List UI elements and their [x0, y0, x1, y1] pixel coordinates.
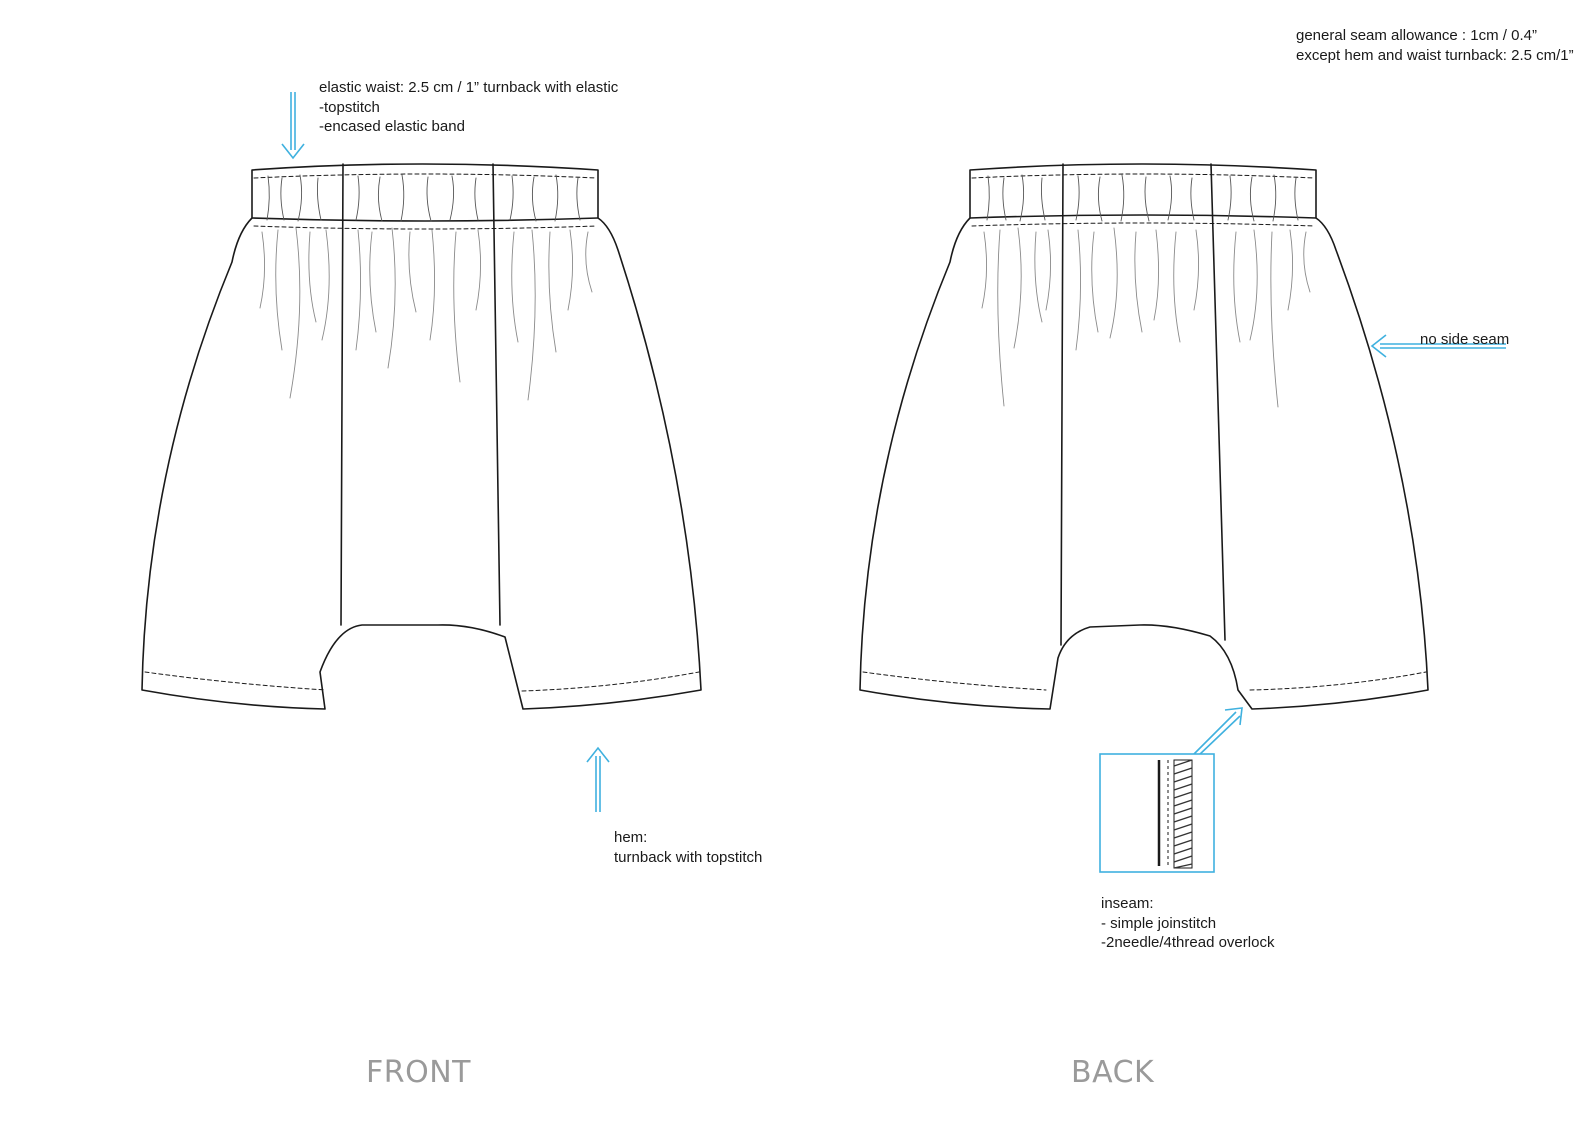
back-outline [859, 163, 1429, 710]
inseam-note-line-1: inseam: [1101, 895, 1154, 912]
back-drape-lines [981, 227, 1311, 408]
side-seam-callout-arrow [1370, 334, 1506, 358]
back-panel-seam-right [1210, 163, 1226, 641]
seam-allowance-line-1: general seam allowance : 1cm / 0.4” [1296, 27, 1537, 44]
hem-note: hem: turnback with topstitch [614, 828, 762, 867]
hem-note-line-2: turnback with topstitch [614, 848, 763, 866]
inseam-callout-arrow [1193, 707, 1243, 757]
back-shorts-drawing [859, 163, 1429, 710]
back-hem-topstitch-left [862, 671, 1047, 691]
inseam-note: inseam: - simple joinstitch -2needle/4th… [1101, 894, 1274, 953]
inseam-detail-box [1099, 753, 1215, 873]
waist-note: elastic waist: 2.5 cm / 1” turnback with… [319, 78, 618, 137]
seam-allowance-note: general seam allowance : 1cm / 0.4” exce… [1296, 26, 1574, 65]
front-hem-topstitch-left [144, 671, 327, 691]
front-shorts-drawing [141, 163, 702, 710]
waist-note-line-3: -encased elastic band [319, 118, 465, 135]
hem-callout-arrow [586, 746, 610, 812]
hem-note-line-1: hem: [614, 829, 648, 846]
inseam-note-line-3: -2needle/4thread overlock [1101, 934, 1275, 951]
front-waistband-topstitch-top [253, 173, 597, 179]
front-panel-seam-left [340, 163, 344, 626]
back-waistband-topstitch-top [971, 173, 1315, 179]
back-waistband-gathers [986, 174, 1299, 222]
back-waistband-seam [969, 214, 1317, 219]
overlock-stitch-hatching [1173, 759, 1193, 869]
side-seam-note-line-1: no side seam [1420, 331, 1510, 348]
back-view-label: BACK [1071, 1055, 1155, 1090]
back-hem-topstitch-right [1249, 671, 1427, 691]
front-waistband-topstitch-bottom [253, 225, 597, 230]
inseam-note-line-2: - simple joinstitch [1101, 914, 1217, 932]
waist-note-line-1: elastic waist: 2.5 cm / 1” turnback with… [319, 79, 619, 96]
front-waistband-gathers [266, 174, 581, 222]
side-seam-note: no side seam [1420, 330, 1509, 350]
seam-allowance-line-2: except hem and waist turnback: 2.5 cm/1” [1296, 46, 1574, 64]
back-waistband-topstitch-bottom [971, 222, 1315, 227]
waist-callout-arrow [281, 92, 305, 160]
front-hem-topstitch-right [521, 671, 700, 692]
back-panel-seam-left [1060, 163, 1064, 646]
front-panel-seam-right [492, 163, 501, 626]
front-waistband-seam [251, 217, 599, 222]
front-drape-lines [259, 227, 593, 401]
front-outline [141, 163, 702, 710]
waist-note-line-2: -topstitch [319, 98, 380, 116]
callout-arrows [281, 92, 1506, 812]
front-view-label: FRONT [366, 1055, 471, 1090]
